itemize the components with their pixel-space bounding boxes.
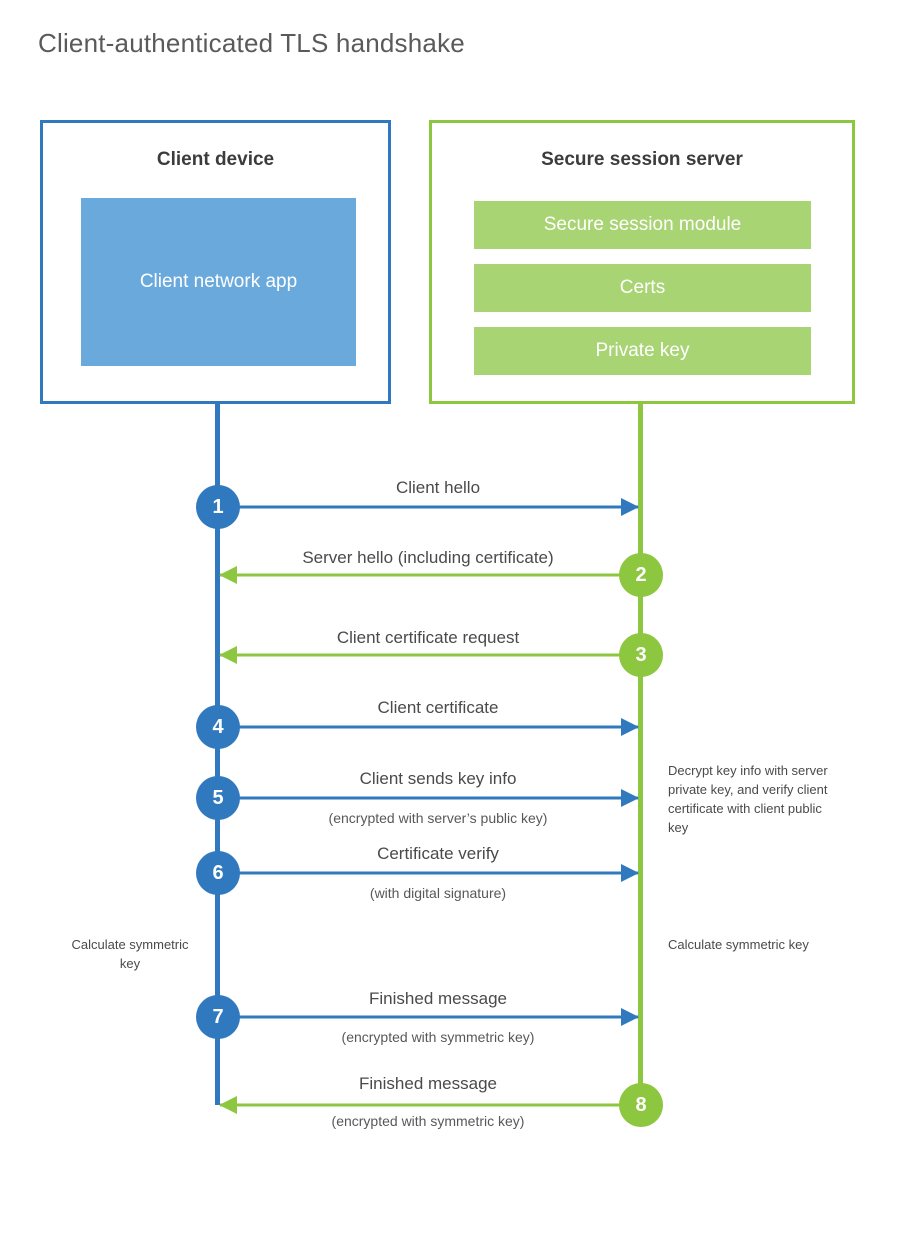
server-lifeline [638,404,643,1105]
message-label-3: Client certificate request [336,628,520,647]
server-module-secure-session-module: Secure session module [474,201,811,249]
message-label-7: Finished message [369,989,507,1008]
message-sublabel-7: (encrypted with symmetric key) [341,1029,535,1045]
step-circle-8[interactable]: 8 [619,1083,663,1127]
step-circle-2[interactable]: 2 [619,553,663,597]
client-device-title: Client device [156,149,275,170]
message-label-1: Client hello [395,478,481,497]
client-device-box: Client device Client network app [40,120,391,404]
note-decrypt-key-info: Decrypt key info with server private key… [668,763,828,835]
server-module-certs: Certs [474,264,811,312]
step-circle-1[interactable]: 1 [196,485,240,529]
message-sublabel-5: (encrypted with server’s public key) [328,810,548,826]
client-lifeline [215,404,220,1105]
step-circle-3[interactable]: 3 [619,633,663,677]
step-circle-5[interactable]: 5 [196,776,240,820]
server-module-private-key: Private key [474,327,811,375]
step-circle-4[interactable]: 4 [196,705,240,749]
page-title: Client-authenticated TLS handshake [38,28,465,58]
secure-session-server-box: Secure session server Secure session mod… [429,120,855,404]
step-circle-6[interactable]: 6 [196,851,240,895]
secure-session-server-title: Secure session server [541,149,743,170]
message-label-6: Certificate verify [377,844,499,863]
note-calculate-symmetric-key-server: Calculate symmetric key [668,937,809,952]
message-label-8: Finished message [359,1074,497,1093]
message-label-4: Client certificate [377,698,499,717]
message-label-2: Server hello (including certificate) [302,548,554,567]
message-sublabel-6: (with digital signature) [369,885,507,901]
note-calculate-symmetric-key-client: Calculate symmetric key [71,937,189,971]
message-label-5: Client sends key info [359,769,517,788]
client-network-app-block: Client network app [81,198,356,366]
message-sublabel-8: (encrypted with symmetric key) [331,1113,525,1129]
step-circle-7[interactable]: 7 [196,995,240,1039]
